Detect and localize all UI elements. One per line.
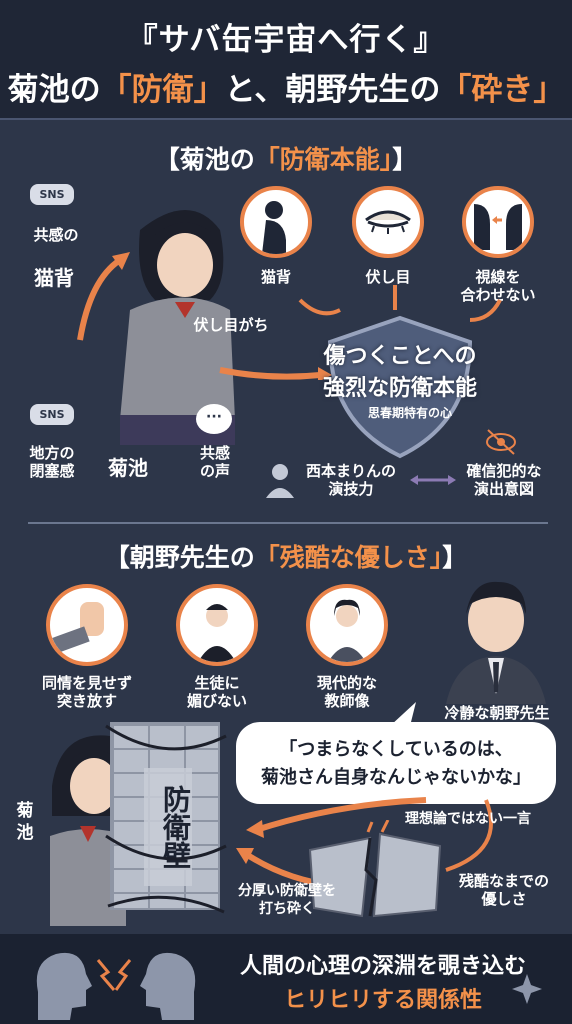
risou-label: 理想論ではない一言 xyxy=(405,811,531,827)
kikuchi-name-label: 菊池 xyxy=(108,456,148,480)
sns-badge-icon-2: SNS xyxy=(30,404,74,425)
icon-label-doujou-1: 同情を見せず xyxy=(41,674,132,692)
footer-line2: ヒリヒリする関係性 xyxy=(283,988,482,1013)
icon-label-shisen-2: 合わせない xyxy=(460,286,536,304)
quote-line1: 「つまらなくしているのは、 xyxy=(279,739,513,760)
kakushin-label-1: 確信犯的な xyxy=(466,462,542,480)
downcast-eye-icon xyxy=(352,186,424,258)
section1-title-a: 【菊池の xyxy=(154,145,255,174)
kikuchi-girl-illustration xyxy=(77,210,235,445)
shield-text-1: 傷つくことへの xyxy=(323,344,477,369)
kikuchi-hiding-illustration xyxy=(50,735,127,926)
icon-label-fuseme: 伏し目 xyxy=(365,268,411,286)
footer-banner xyxy=(0,934,572,1024)
title-part-a: 菊池の xyxy=(7,72,101,108)
sns-badge-icon: SNS xyxy=(30,184,74,205)
nekoze-arrow xyxy=(77,257,122,341)
eye-target-icon xyxy=(486,429,516,455)
person-icon xyxy=(266,464,294,498)
flow-arrows xyxy=(219,285,502,380)
title-part-d: 「砕き」 xyxy=(440,72,565,108)
kyokan-voice-2: の声 xyxy=(199,462,230,480)
averted-gaze-icon xyxy=(462,186,534,258)
section2-title-b: 「残酷な優しさ」 xyxy=(254,543,443,572)
hand-push-icon xyxy=(46,584,128,666)
title-line1: 『サバ缶宇宙へ行く』 xyxy=(126,22,446,58)
shield-icon xyxy=(327,315,473,459)
zankoku-label-1: 残酷なまでの xyxy=(458,872,549,890)
fuseme-gachi-label: 伏し目がち xyxy=(193,316,269,334)
barbed-wire-icon xyxy=(105,724,227,914)
shield-text-2: 強烈な防衛本能 xyxy=(322,376,477,401)
teacher-icon xyxy=(306,584,388,666)
asano-teacher-illustration xyxy=(446,581,546,704)
icon-label-kobinai-2: 媚びない xyxy=(186,692,247,710)
sparkle-icon xyxy=(512,974,542,1004)
icon-label-shisen-1: 視線を xyxy=(475,268,521,286)
footer-line1: 人間の心理の深淵を覗き込む xyxy=(239,954,526,979)
title-line2: 菊池の「防衛」と、朝野先生の「砕き」 xyxy=(0,64,572,109)
shield-subtext: 思春期特有の心 xyxy=(367,406,452,420)
kyokan-voice-1: 共感 xyxy=(199,444,230,462)
nishimoto-label-1: 西本まりんの xyxy=(305,462,396,480)
nishimoto-label-2: 演技力 xyxy=(328,480,374,498)
icon-label-doujou-2: 突き放す xyxy=(56,692,117,710)
sns-label-kyokan: 共感の xyxy=(33,226,79,244)
kikuchi-side-label: 菊池 xyxy=(16,801,34,843)
break-arrows xyxy=(236,797,493,889)
two-heads-icon xyxy=(36,952,196,1020)
section2-title: 【朝野先生の「残酷な優しさ」】 xyxy=(0,538,572,574)
nekoze-label-big: 猫背 xyxy=(34,266,74,290)
broken-slab-icon xyxy=(308,820,442,918)
section2-title-a: 【朝野先生の xyxy=(104,543,255,572)
section-divider xyxy=(28,522,548,524)
icon-label-kobinai-1: 生徒に xyxy=(194,674,240,692)
kakushin-label-2: 演出意図 xyxy=(473,480,534,498)
icon-label-nekoze: 猫背 xyxy=(260,268,291,286)
hunched-back-icon xyxy=(240,186,312,258)
section1-title-b: 「防衛本能」 xyxy=(254,145,393,174)
student-icon xyxy=(176,584,258,666)
section2-title-c: 】 xyxy=(442,543,468,572)
zankoku-label-2: 優しさ xyxy=(481,890,527,908)
icon-label-kyoshi-2: 教師像 xyxy=(324,692,370,710)
header-banner xyxy=(0,0,572,120)
break-label-2: 打ち砕く xyxy=(259,901,315,917)
quote-line2: 菊池さん自身なんじゃないかな」 xyxy=(261,767,531,788)
section1-title-c: 】 xyxy=(392,145,418,174)
sns-label-chiho-1: 地方の xyxy=(29,444,75,462)
quote-bubble-tail xyxy=(390,702,416,726)
title-part-b: 「防衛」 xyxy=(100,72,225,108)
wall-text: 防衛壁 xyxy=(144,768,192,886)
icon-label-kyoshi-1: 現代的な xyxy=(316,674,377,692)
section1-title: 【菊池の「防衛本能」】 xyxy=(0,140,572,176)
quote-bubble: 「つまらなくしているのは、 菊池さん自身なんじゃないかな」 xyxy=(236,722,556,804)
double-arrow-icon xyxy=(410,475,456,485)
title-part-c: と、朝野先生の xyxy=(224,72,441,108)
sns-label-chiho-2: 閉塞感 xyxy=(29,462,75,480)
break-label-1: 分厚い防衛壁を xyxy=(238,883,336,899)
speech-bubble-icon: ··· xyxy=(196,404,232,434)
asano-label: 冷静な朝野先生 xyxy=(444,704,550,722)
